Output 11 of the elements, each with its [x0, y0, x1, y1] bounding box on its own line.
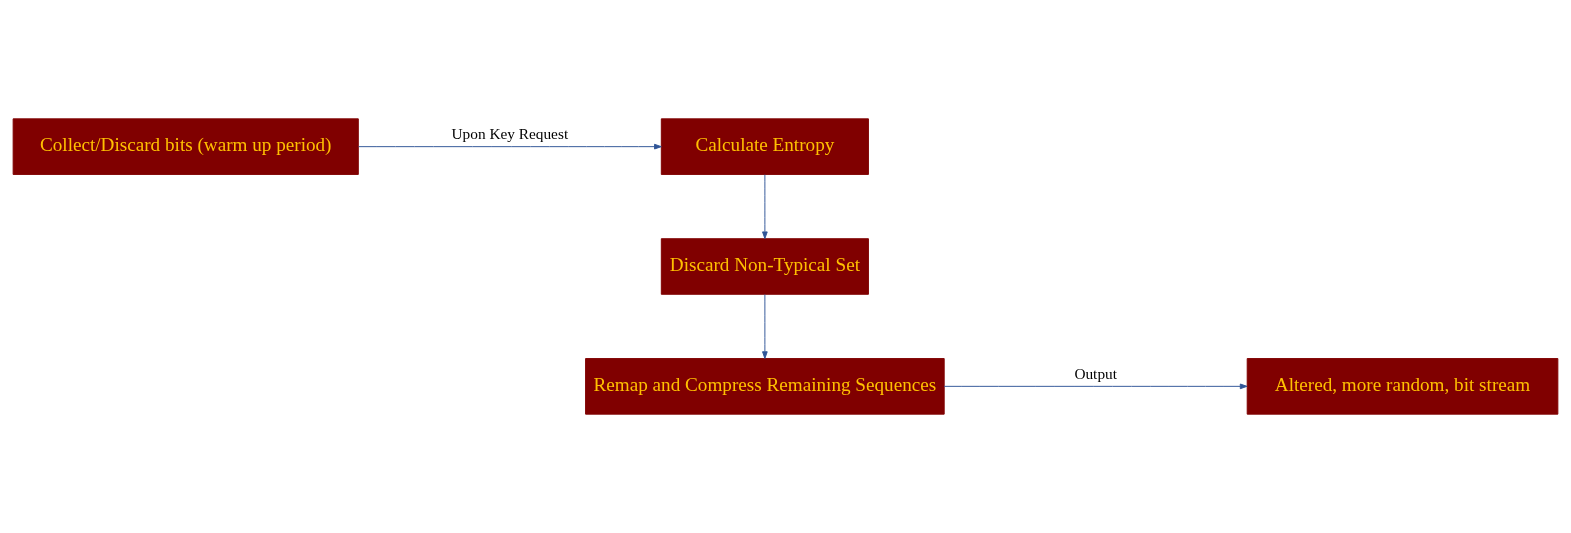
node-box: Collect/Discard bits (warm up period) [12, 118, 359, 175]
node-box: Calculate Entropy [660, 118, 869, 175]
arrow [943, 383, 1248, 390]
arrow [762, 294, 768, 359]
node-box: Altered, more random, bit stream [1246, 358, 1559, 415]
node-box: Remap and Compress Remaining Sequences [585, 358, 945, 415]
arrow [358, 143, 662, 150]
node-box: Discard Non-Typical Set [660, 238, 869, 295]
edge-label: Upon Key Request [451, 124, 569, 142]
arrow [762, 174, 768, 240]
edge-label: Output [1074, 364, 1117, 382]
